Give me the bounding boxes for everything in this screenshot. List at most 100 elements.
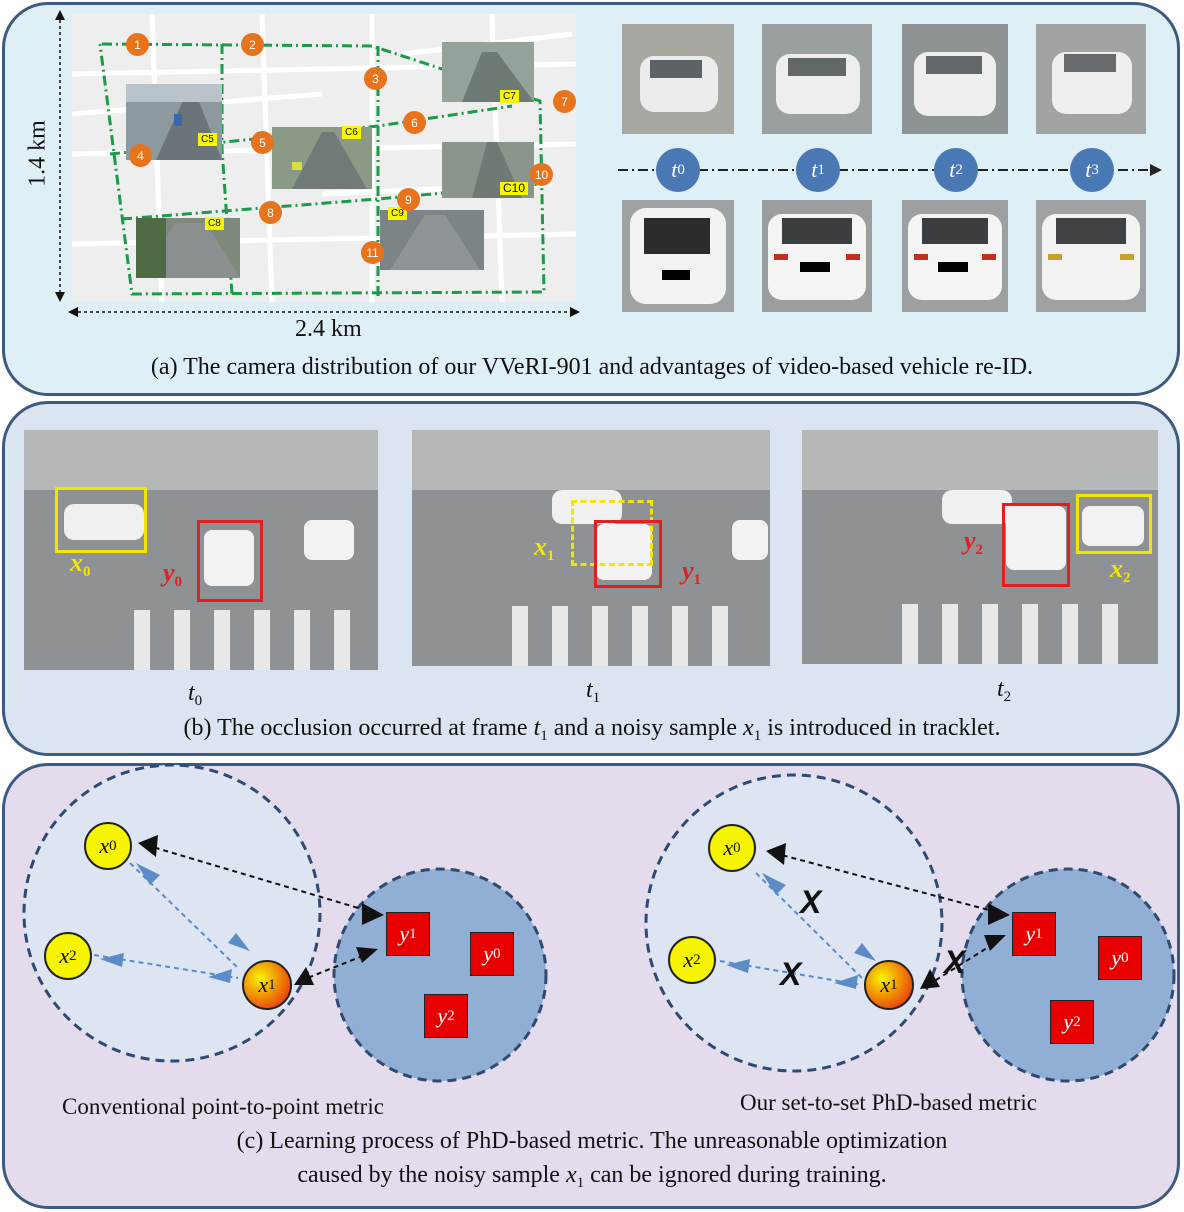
- camera-label-c5: C5: [198, 133, 217, 146]
- left-metric-title: Conventional point-to-point metric: [62, 1094, 384, 1119]
- label-x1-main: x: [534, 532, 547, 561]
- camera-pin-10: 10: [530, 163, 553, 186]
- timeline-t1-main: t: [811, 157, 818, 182]
- frame-t2-time-main: t: [997, 676, 1004, 702]
- cross-mark-1: X: [800, 884, 822, 920]
- vehicle-image-top-0: [622, 24, 734, 134]
- node-x1-left-main: x: [258, 972, 269, 997]
- frame-t1-time-sub: 1: [592, 690, 601, 706]
- label-x1: x1: [534, 532, 555, 565]
- camera-thumb-c9: [380, 210, 484, 270]
- caption-c-line2-part2: can be ignored during training.: [584, 1162, 887, 1188]
- left-x-set-circle: [22, 763, 322, 1063]
- label-y1-main: y: [682, 556, 694, 585]
- arrowhead-x0-left: [138, 835, 158, 857]
- vehicle-image-bottom-1: [762, 200, 872, 312]
- label-x2-sub: 2: [1123, 570, 1131, 586]
- frame-t2-time: t2: [997, 676, 1011, 706]
- node-x2-left-main: x: [59, 943, 70, 968]
- arrowhead-y1b-left: [356, 947, 378, 963]
- vehicle-image-top-2: [902, 24, 1008, 134]
- right-metric-title: Our set-to-set PhD-based metric: [740, 1090, 1038, 1115]
- node-y2-right-main: y: [1063, 1009, 1074, 1034]
- arrowhead-y1-right: [988, 903, 1010, 925]
- camera-pin-8: 8: [259, 201, 282, 224]
- box-x2: [1076, 494, 1152, 554]
- label-x2-main: x: [1110, 554, 1123, 583]
- node-x0-left-sub: 0: [109, 837, 117, 854]
- label-x2: x2: [1110, 554, 1131, 587]
- metric-diagram: [22, 763, 1176, 1083]
- node-x1-right-sub: 1: [890, 976, 898, 993]
- timeline-t3-main: t: [1085, 157, 1092, 182]
- caption-c-x: x: [565, 1162, 577, 1188]
- camera-pin-3: 3: [364, 67, 387, 90]
- left-y-set-circle: [332, 867, 548, 1083]
- node-y0-right-main: y: [1111, 945, 1122, 970]
- node-x2-right-sub: 2: [693, 951, 701, 968]
- camera-pin-7: 7: [553, 90, 576, 113]
- box-x0: [55, 487, 147, 553]
- cross-mark-3: X: [944, 944, 966, 980]
- scale-arrows: [55, 10, 580, 317]
- node-x0-right-main: x: [723, 835, 734, 860]
- node-x2-right-main: x: [683, 947, 694, 972]
- box-y1: [594, 520, 662, 588]
- node-y1-right-sub: 1: [1035, 925, 1043, 942]
- timeline-t2-sub: 2: [955, 161, 963, 178]
- camera-pin-2: 2: [241, 33, 264, 56]
- vehicle-image-top-3: [1036, 24, 1146, 134]
- caption-b-x-sub: 1: [753, 728, 762, 744]
- caption-b-t-sub: 1: [540, 728, 548, 744]
- caption-b-part2: and a noisy sample: [547, 715, 744, 741]
- camera-pin-6: 6: [403, 111, 426, 134]
- caption-b: (b) The occlusion occurred at frame t1 a…: [0, 715, 1184, 745]
- caption-c-line1: (c) Learning process of PhD-based metric…: [236, 1128, 948, 1154]
- node-y1-left-main: y: [399, 921, 410, 946]
- frame-t2: [802, 430, 1158, 664]
- timeline-t1-sub: 1: [817, 161, 825, 178]
- camera-pin-1: 1: [126, 33, 149, 56]
- label-y0-sub: 0: [174, 574, 183, 590]
- label-x1-sub: 1: [547, 548, 555, 564]
- vehicle-image-bottom-2: [902, 200, 1008, 312]
- caption-b-t: t: [533, 715, 541, 741]
- frame-t1-time-main: t: [586, 677, 593, 703]
- box-x1: [571, 500, 653, 566]
- label-y1: y1: [682, 556, 701, 589]
- frame-t0-time-sub: 0: [194, 693, 203, 709]
- caption-c-x-sub: 1: [576, 1175, 585, 1191]
- camera-label-c10: C10: [500, 182, 529, 195]
- label-y2: y2: [964, 526, 983, 559]
- frame-t0-time: t0: [188, 680, 202, 710]
- node-x2-left-sub: 2: [69, 947, 77, 964]
- node-y0-left-main: y: [483, 941, 494, 966]
- caption-b-x: x: [743, 715, 754, 741]
- timeline-t0-main: t: [671, 157, 678, 182]
- arrowhead-y1-left: [362, 903, 384, 925]
- cross-mark-2: X: [780, 956, 802, 992]
- camera-label-c8: C8: [205, 217, 224, 230]
- arrowhead-x0-right: [766, 843, 786, 865]
- caption-b-part3: is introduced in tracklet.: [761, 715, 1001, 741]
- caption-a: (a) The camera distribution of our VVeRI…: [150, 354, 1034, 380]
- arrowhead-y1b-right: [984, 935, 1006, 951]
- box-y0: [197, 520, 263, 602]
- timeline-arrow: [618, 164, 1162, 176]
- label-x0-main: x: [70, 548, 83, 577]
- label-x0-sub: 0: [83, 564, 91, 580]
- label-y0: y0: [163, 558, 182, 591]
- node-x0-right-sub: 0: [733, 839, 741, 856]
- vehicle-image-bottom-3: [1036, 200, 1146, 312]
